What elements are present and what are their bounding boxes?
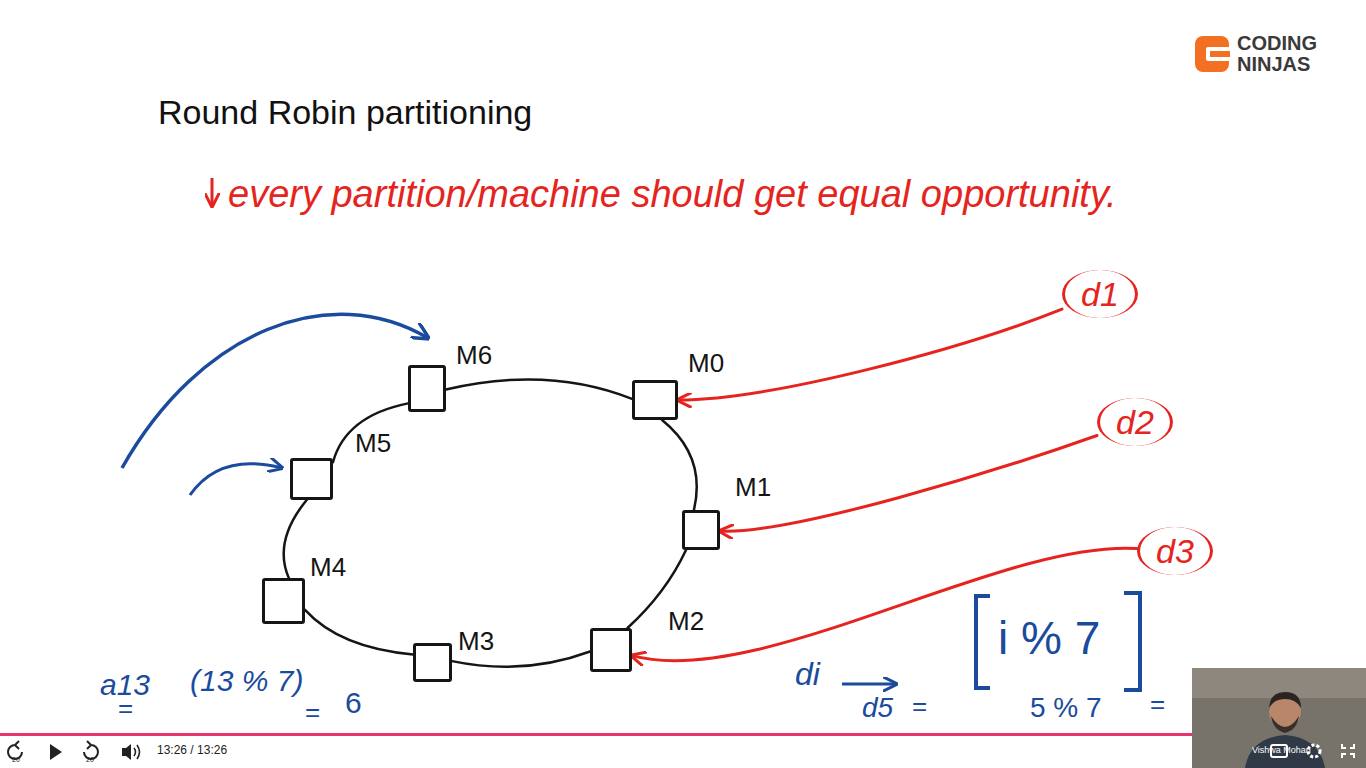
label-holder: CODING [1237,32,1317,55]
data-label: d2 [1116,402,1154,442]
label-holder: 13:26 / 13:26 [157,744,227,758]
machine-label: M6 [456,340,492,370]
machine-box: M5 [290,458,333,500]
label-holder: every partition/machine should get equal… [228,165,1128,223]
volume-icon [134,745,140,759]
label-holder: 6 [345,686,362,721]
label-holder: (13 % 7) [190,664,303,699]
bracket [976,596,990,688]
formula-text: = [912,692,927,722]
down-arrow-mark [211,178,214,206]
formula-text: (13 % 7) [190,664,303,699]
formula-text: d5 [862,692,893,724]
label-holder: Vishwa Mohan [1252,745,1311,755]
logo-icon [1206,47,1230,61]
machine-box: M0 [632,380,678,420]
play-icon [50,744,62,760]
machine-label: M5 [355,428,391,458]
assignment-arrow [678,309,1062,400]
data-item: d3 [1137,527,1213,575]
progress-bar [0,733,1366,736]
label-holder: = [1150,690,1165,720]
bracket [1124,593,1140,690]
label-holder: 20 [86,756,94,764]
handwritten-note: every partition/machine should get equal… [228,165,1128,223]
formula-text: 5 % 7 [1030,692,1102,724]
data-label: d1 [1081,274,1119,314]
machine-label: M4 [310,552,346,582]
title-holder: Round Robin partitioning [158,93,532,132]
presenter-hair [1269,692,1301,708]
ring-link [284,500,307,578]
formula-text: 6 [345,686,362,721]
label-holder: = [305,698,320,728]
skip-seconds: 20 [12,756,20,764]
data-label: d3 [1156,531,1194,571]
ring-link [333,403,408,462]
label-holder: d5 [862,692,893,724]
assignment-arrow [720,435,1097,531]
volume-icon [122,744,131,760]
presenter-beard [1271,716,1299,733]
ring-link [662,420,697,510]
machine-label: M0 [688,348,724,378]
logo-icon [1195,36,1229,72]
ring-link [446,379,632,398]
formula-text: = [1150,690,1165,720]
webcam-panel [1192,668,1366,768]
label-holder: i % 7 [998,612,1100,665]
label-holder: = [912,692,927,722]
formula-text: di [795,656,820,693]
ring-link [305,610,413,655]
time-display: 13:26 / 13:26 [157,744,227,758]
formula-text: = [305,698,320,728]
formula-text: i % 7 [998,612,1100,665]
data-item: d2 [1097,398,1173,446]
machine-box: M2 [590,628,632,672]
logo-icon [1210,51,1230,57]
pointer-arc [122,314,428,468]
logo-text: NINJAS [1237,53,1310,76]
label-holder: di [795,656,820,693]
pointer-arc [190,464,282,495]
maps-to-arrow [842,683,896,686]
presenter-body [1245,735,1325,768]
label-holder: = [118,694,133,724]
machine-box: M1 [682,510,720,550]
label-holder: 5 % 7 [1030,692,1102,724]
fullscreen-icon [1342,744,1354,758]
machine-box: M3 [413,643,452,682]
machine-box: M6 [408,365,446,412]
skip-seconds: 20 [86,756,94,764]
machine-box: M4 [262,578,305,624]
presenter-name: Vishwa Mohan [1252,745,1311,755]
machine-label: M3 [458,626,494,656]
machine-label: M1 [735,472,771,502]
slide-title: Round Robin partitioning [158,93,532,132]
formula-text: = [118,694,133,724]
machine-label: M2 [668,606,704,636]
logo-text: CODING [1237,32,1317,55]
label-holder: NINJAS [1237,53,1310,76]
label-holder: 20 [12,756,20,764]
data-item: d1 [1062,270,1138,318]
